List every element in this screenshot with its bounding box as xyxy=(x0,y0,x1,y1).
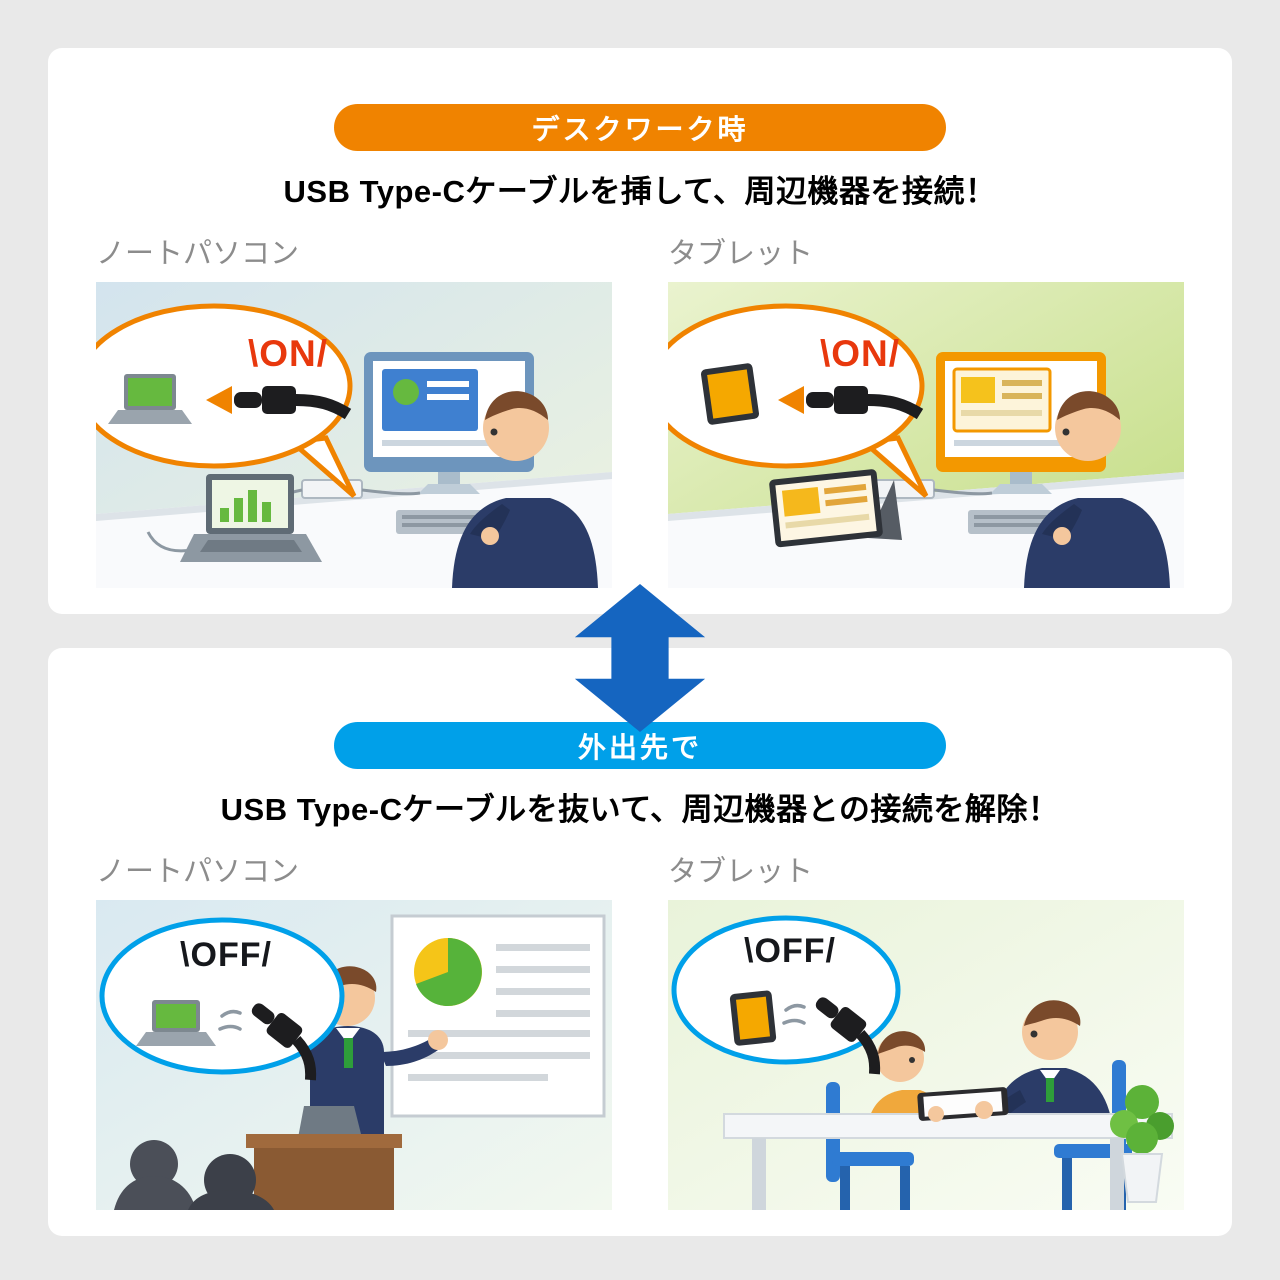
usb-plug-icon xyxy=(206,385,352,419)
on-label: \ON/ xyxy=(820,333,900,374)
office-worker xyxy=(1024,390,1170,588)
audience-silhouettes xyxy=(114,1139,274,1210)
deskwork-laptop-scene: \ON/ xyxy=(96,281,612,588)
tablet-icon xyxy=(729,990,777,1046)
onthego-laptop-column: ノートパソコン xyxy=(96,856,612,1210)
laptop-icon xyxy=(136,999,216,1046)
deskwork-laptop-column: ノートパソコン xyxy=(96,238,612,588)
deskwork-tablet-column: タブレット xyxy=(668,238,1184,588)
whiteboard xyxy=(390,914,606,1118)
onthego-badge-label: 外出先で xyxy=(577,731,702,763)
swap-arrow-icon xyxy=(565,584,715,732)
usb-plug-icon xyxy=(815,996,881,1074)
office-worker xyxy=(452,390,598,588)
tablet-column-label-2: タブレット xyxy=(668,856,814,889)
onthego-tablet-illustration: \OFF/ xyxy=(668,899,1184,1210)
laptop xyxy=(146,473,322,562)
presentation-scene: \OFF/ xyxy=(96,899,612,1210)
podium xyxy=(246,1105,402,1210)
onthego-headline: USB Type-Cケーブルを抜いて、周辺機器との接続を解除！ xyxy=(220,792,1060,827)
laptop-icon xyxy=(108,373,192,424)
plant xyxy=(1110,1084,1174,1203)
off-label: \OFF/ xyxy=(744,932,836,970)
colleague-hand xyxy=(928,1105,944,1122)
on-callout: \ON/ xyxy=(668,303,929,498)
deskwork-section: デスクワーク時 USB Type-Cケーブルを挿して、周辺機器を接続！ ノートパ… xyxy=(48,48,1232,614)
deskwork-tablet-illustration: \ON/ xyxy=(668,281,1184,588)
keyboard xyxy=(396,509,484,534)
keyboard xyxy=(968,509,1056,534)
laptop-column-label: ノートパソコン xyxy=(96,238,300,271)
disconnect-waves-icon xyxy=(218,1009,242,1031)
disconnect-waves-icon xyxy=(782,1003,806,1025)
manager-hand xyxy=(975,1100,993,1119)
onthego-laptop-illustration: \OFF/ xyxy=(96,899,612,1210)
deskwork-headline: USB Type-Cケーブルを挿して、周辺機器を接続！ xyxy=(283,174,997,209)
deskwork-badge: デスクワーク時 xyxy=(334,104,946,151)
off-callout: \OFF/ xyxy=(99,917,345,1080)
onthego-section: 外出先で USB Type-Cケーブルを抜いて、周辺機器との接続を解除！ ノート… xyxy=(48,648,1232,1236)
off-label: \OFF/ xyxy=(180,936,272,974)
on-callout: \ON/ xyxy=(96,303,357,498)
tablet-icon xyxy=(701,362,759,425)
usb-plug-icon xyxy=(778,385,924,419)
tablet-with-stand xyxy=(769,468,902,547)
meeting-scene: \OFF/ xyxy=(668,899,1184,1210)
onthego-columns: ノートパソコン xyxy=(48,856,1232,1210)
laptop-column-label-2: ノートパソコン xyxy=(96,856,300,889)
deskwork-columns: ノートパソコン xyxy=(48,238,1232,588)
deskwork-badge-label: デスクワーク時 xyxy=(531,113,749,145)
off-callout: \OFF/ xyxy=(671,915,901,1074)
deskwork-laptop-illustration: \ON/ xyxy=(96,281,612,588)
tablet-column-label: タブレット xyxy=(668,238,814,271)
on-label: \ON/ xyxy=(248,333,328,374)
usb-plug-icon xyxy=(251,1002,317,1080)
onthego-tablet-column: タブレット xyxy=(668,856,1184,1210)
deskwork-tablet-scene: \ON/ xyxy=(668,281,1184,588)
